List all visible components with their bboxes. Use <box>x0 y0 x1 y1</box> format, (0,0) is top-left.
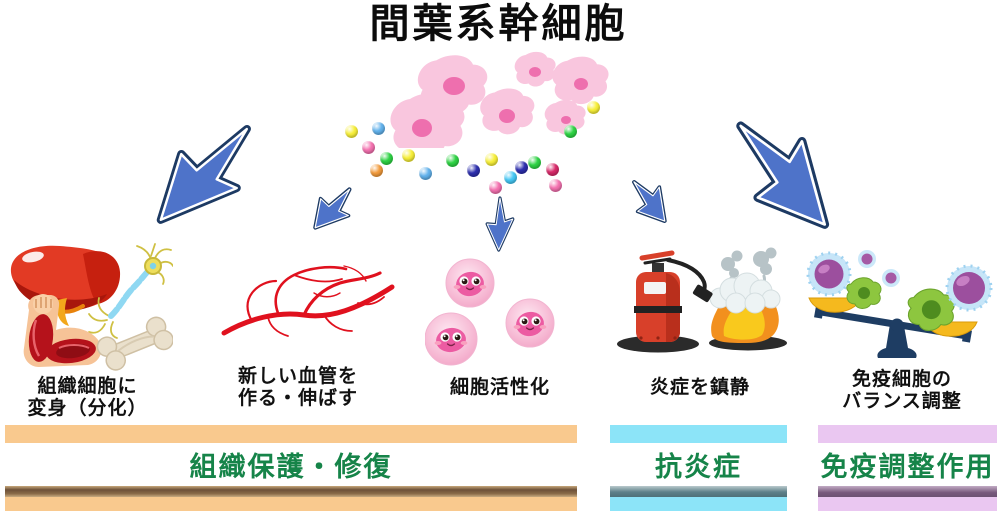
arrow-to-immunebalance-icon <box>704 93 863 256</box>
blood-vessels-icon <box>221 265 395 337</box>
happy-cells-icon <box>425 258 555 366</box>
label-immune-balance: 免疫細胞のバランス調整 <box>842 369 962 412</box>
page-title: 間葉系幹細胞 <box>369 1 628 46</box>
balance-scale-icon <box>806 250 993 358</box>
band-bar <box>610 425 787 443</box>
label-angiogenesis: 新しい血管を作る・伸ばす <box>237 366 358 409</box>
secreted-factor-dot <box>549 179 562 192</box>
band-bar <box>818 425 997 443</box>
category-label: 組織保護・修復 <box>5 443 577 486</box>
secreted-factor-dot <box>515 161 528 174</box>
arrow-to-antiinflammation-icon <box>619 169 681 233</box>
arrow-to-angiogenesis-icon <box>302 176 364 242</box>
fire-extinguisher-icon <box>617 247 787 353</box>
category-immune-regulation: 免疫調整作用 <box>818 425 997 511</box>
band-bar <box>5 425 577 443</box>
secreted-factor-dot <box>345 125 358 138</box>
band-bar <box>5 497 577 511</box>
label-calm-inflammation: 炎症を鎮静 <box>649 377 750 398</box>
band-bar <box>818 486 997 497</box>
category-label: 免疫調整作用 <box>818 443 997 486</box>
secreted-factor-dot <box>485 153 498 166</box>
secreted-factor-dot <box>380 152 393 165</box>
secreted-factor-dot <box>362 141 375 154</box>
secreted-factor-dot <box>587 101 600 114</box>
secreted-factor-dot <box>370 164 383 177</box>
liver-neuron-muscle-bone-icon <box>10 243 173 371</box>
secreted-factor-dot <box>419 167 432 180</box>
label-differentiation: 組織細胞に変身（分化） <box>27 376 148 419</box>
category-tissue-protection-repair: 組織保護・修復 <box>5 425 577 511</box>
secreted-factor-dot <box>528 156 541 169</box>
secreted-factor-dot <box>402 149 415 162</box>
arrow-to-activation-icon <box>485 196 515 252</box>
band-bar <box>610 497 787 511</box>
secreted-factor-dot <box>546 163 559 176</box>
stem-cell-cluster-icon <box>390 51 609 148</box>
secreted-factor-dot <box>504 171 517 184</box>
category-label: 抗炎症 <box>610 443 787 486</box>
band-bar <box>610 486 787 497</box>
band-bar <box>818 497 997 511</box>
label-cell-activation: 細胞活性化 <box>449 377 550 398</box>
arrow-to-differentiation-icon <box>130 99 280 253</box>
secreted-factor-dot <box>489 181 502 194</box>
secreted-factor-dot <box>446 154 459 167</box>
category-anti-inflammation: 抗炎症 <box>610 425 787 511</box>
secreted-factor-dot <box>372 122 385 135</box>
secreted-factor-dot <box>467 164 480 177</box>
band-bar <box>5 486 577 497</box>
secreted-factor-dot <box>564 125 577 138</box>
